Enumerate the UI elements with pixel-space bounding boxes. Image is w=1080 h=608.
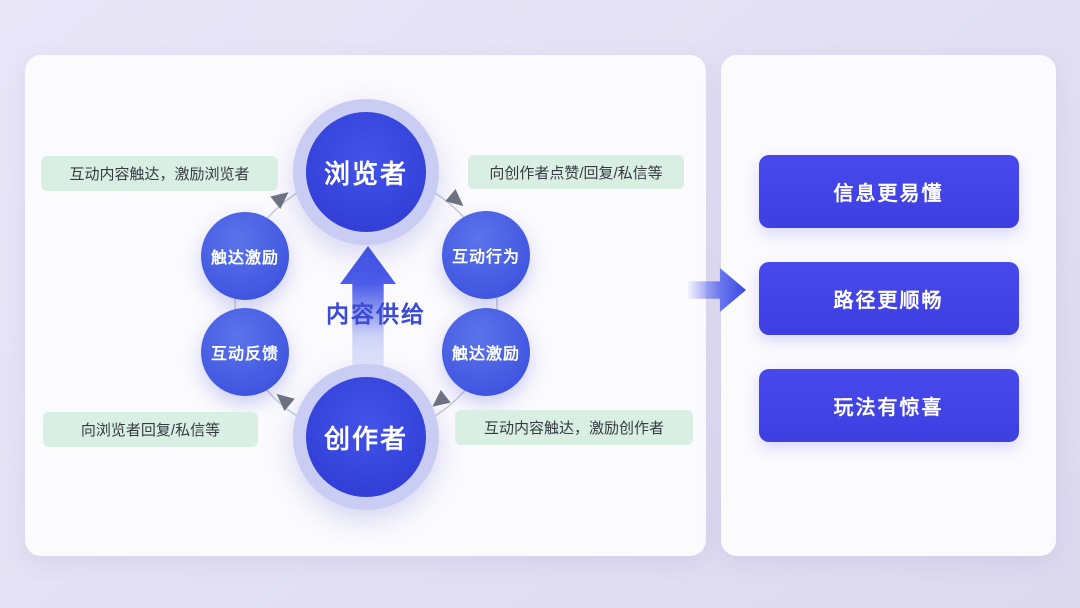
node-reach-incentive-right: 触达激励: [442, 308, 530, 396]
callout-reply-dm-viewer: 向浏览者回复/私信等: [43, 412, 258, 447]
callout-incentivize-creator: 互动内容触达，激励创作者: [455, 410, 693, 445]
node-reach-incentive-left: 触达激励: [201, 212, 289, 300]
node-interaction-feedback: 互动反馈: [201, 308, 289, 396]
node-interaction-behavior: 互动行为: [442, 211, 530, 299]
cycle-diagram-panel: 内容供给 浏览者 创作者 触达激励 互动反馈 互动行为 触达激励 互动内容触达，…: [25, 55, 706, 556]
benefit-path-smoother: 路径更顺畅: [758, 262, 1019, 335]
flow-arrowhead-to-interaction-right: [445, 189, 464, 207]
viewer-circle-label: 浏览者: [306, 112, 426, 232]
flow-arrowhead-to-viewer-left: [270, 192, 289, 209]
center-arrow-label: 内容供给: [326, 301, 426, 327]
callout-incentivize-viewer: 互动内容触达，激励浏览者: [41, 156, 278, 191]
creator-circle-label: 创作者: [306, 377, 426, 497]
benefits-panel: 信息更易懂 路径更顺畅 玩法有惊喜: [721, 55, 1056, 556]
viewer-circle: 浏览者: [293, 99, 439, 245]
flow-arrowhead-to-creator-right: [432, 390, 451, 407]
benefit-gameplay-surprise: 玩法有惊喜: [758, 369, 1019, 442]
benefits-list: 信息更易懂 路径更顺畅 玩法有惊喜: [721, 55, 1056, 556]
flow-arrowhead-to-feedback-left: [276, 393, 295, 411]
benefit-info-easier: 信息更易懂: [758, 155, 1019, 228]
callout-like-reply-dm-creator: 向创作者点赞/回复/私信等: [468, 155, 684, 189]
creator-circle: 创作者: [293, 364, 439, 510]
